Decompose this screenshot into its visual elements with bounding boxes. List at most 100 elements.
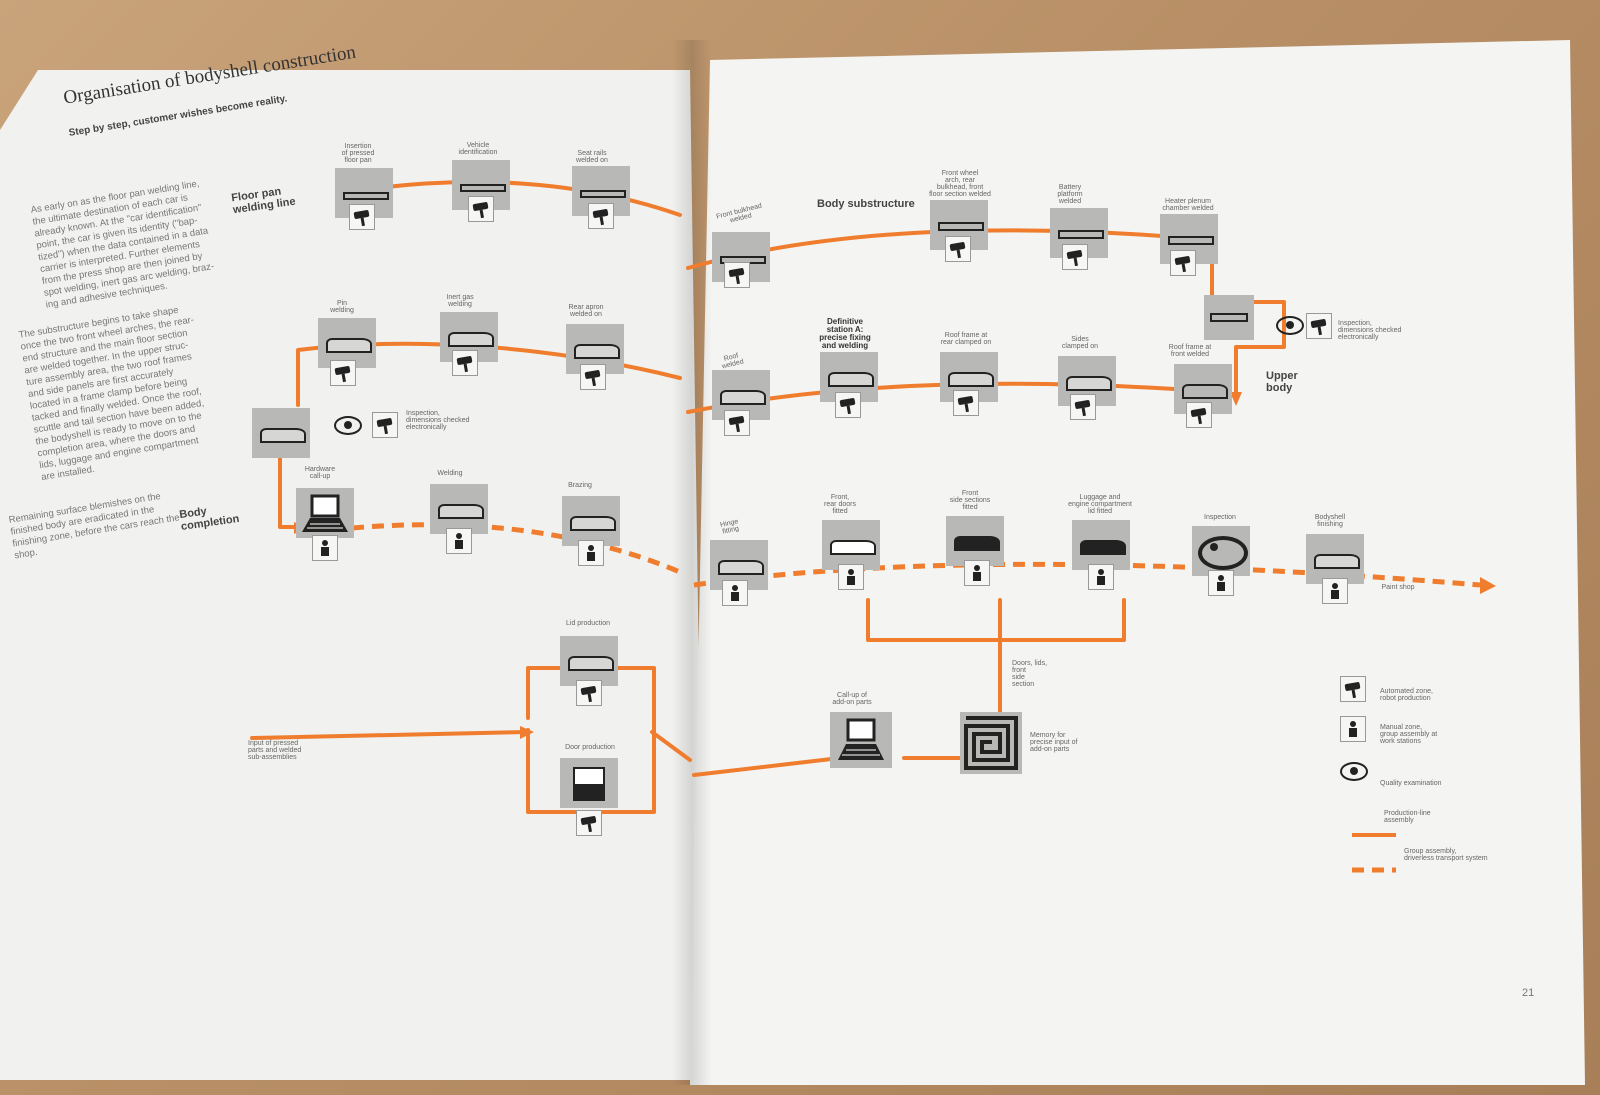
- station-brazing: [562, 496, 620, 546]
- label-luggage-engine: Luggage and engine compartment lid fitte…: [1068, 494, 1132, 515]
- label-inspection: Inspection: [1204, 514, 1236, 521]
- car-body-icon: [718, 560, 764, 575]
- legend-automated: Automated zone, robot production: [1380, 688, 1433, 702]
- floor-pan-line: [360, 180, 682, 217]
- left-page: [0, 70, 705, 1080]
- robot-icon: [334, 365, 351, 376]
- person-icon: [1349, 721, 1357, 737]
- robot-badge: [576, 810, 602, 836]
- callup-line: [692, 756, 842, 777]
- person-icon: [1097, 569, 1105, 585]
- station-roof-frame-front: [1174, 364, 1232, 414]
- terminal-icon: [302, 494, 348, 532]
- section-upper-body: Upper body: [1266, 370, 1298, 394]
- station-door-production: [560, 758, 618, 808]
- robot-badge: [835, 392, 861, 418]
- person-icon: [973, 565, 981, 581]
- label-front-side-sections: Front side sections fitted: [949, 490, 991, 511]
- person-badge: [578, 540, 604, 566]
- door-icon: [573, 767, 605, 801]
- robot-icon: [839, 397, 856, 408]
- robot-badge: [1070, 394, 1096, 420]
- label-lid-production: Lid production: [566, 620, 610, 627]
- person-badge: [446, 528, 472, 554]
- robot-badge: [724, 410, 750, 436]
- car-body-icon: [260, 428, 306, 443]
- car-body-icon: [326, 338, 372, 353]
- car-body-icon: [1314, 554, 1360, 569]
- robot-icon: [1066, 249, 1083, 260]
- robot-badge: [349, 204, 375, 230]
- person-icon: [731, 585, 739, 601]
- station-memory: [960, 712, 1022, 774]
- substructure-icon: [938, 222, 984, 231]
- label-roof-frame-front: Roof frame at front welded: [1168, 344, 1212, 358]
- robot-icon: [584, 369, 601, 380]
- arrow-upper-body: [1230, 392, 1242, 406]
- arrow-paint-shop: [1480, 577, 1496, 594]
- person-icon: [847, 569, 855, 585]
- floor-pan-icon: [580, 190, 626, 198]
- label-welding: Welding: [437, 470, 463, 477]
- robot-icon: [456, 355, 473, 366]
- station-hardware-callup: [296, 488, 354, 538]
- label-bodyshell-finishing: Bodyshell finishing: [1314, 514, 1346, 528]
- label-battery-platform: Battery platform welded: [1057, 184, 1083, 205]
- label-inspection-left: Inspection, dimensions checked electroni…: [406, 410, 470, 431]
- label-callup-addon: Call-up of add-on parts: [832, 692, 872, 706]
- robot-badge: [724, 262, 750, 288]
- legend-person-badge: [1340, 716, 1366, 742]
- person-icon: [1331, 583, 1339, 599]
- robot-icon: [580, 685, 597, 696]
- robot-badge: [452, 350, 478, 376]
- car-body-icon: [948, 372, 994, 387]
- robot-icon: [728, 415, 745, 426]
- label-heater-plenum: Heater plenum chamber welded: [1162, 198, 1214, 212]
- label-inspection-right: Inspection, dimensions checked electroni…: [1338, 320, 1402, 341]
- substructure-paragraph: The substructure begins to take shape on…: [18, 304, 205, 484]
- robot-icon: [949, 241, 966, 252]
- completion-dashed-line-left: [351, 522, 681, 575]
- robot-badge: [372, 412, 398, 438]
- label-definitive-station: Definitive station A: precise fixing and…: [819, 317, 871, 350]
- label-door-production: Door production: [565, 744, 615, 751]
- label-rear-apron: Rear apron welded on: [568, 304, 604, 318]
- label-inert-gas-welding: Inert gas welding: [446, 294, 474, 308]
- legend-production-line: Production-line assembly: [1384, 810, 1431, 824]
- robot-badge: [1186, 402, 1212, 428]
- floor-pan-icon: [343, 192, 389, 200]
- floor-pan-icon: [460, 184, 506, 192]
- robot-icon: [1074, 399, 1091, 410]
- eye-icon: [1198, 536, 1248, 570]
- completion-connector: [278, 456, 300, 529]
- parts-line: [650, 730, 692, 762]
- station-callup-addon: [830, 712, 892, 768]
- label-pin-welding: Pin welding: [330, 300, 354, 314]
- person-icon: [1217, 575, 1225, 591]
- robot-icon: [1310, 318, 1327, 329]
- station-front-side-sections: [946, 516, 1004, 566]
- lid-door-loop: [526, 666, 656, 814]
- robot-icon: [376, 417, 393, 428]
- label-input-pressed: Input of pressed parts and welded sub-as…: [248, 740, 302, 761]
- robot-icon: [580, 815, 597, 826]
- arrow-loop: [520, 726, 534, 739]
- label-front-rear-doors: Front, rear doors fitted: [824, 494, 856, 515]
- robot-badge: [1306, 313, 1332, 339]
- person-icon: [455, 533, 463, 549]
- station-sides-clamped: [1058, 356, 1116, 406]
- station-luggage-engine: [1072, 520, 1130, 570]
- station-left-inspection: [252, 408, 310, 458]
- person-badge: [1322, 578, 1348, 604]
- person-badge: [1208, 570, 1234, 596]
- station-upper-check: [1204, 295, 1254, 340]
- person-badge: [312, 535, 338, 561]
- person-badge: [722, 580, 748, 606]
- eye-icon: [1276, 316, 1304, 335]
- label-sides-clamped: Sides clamped on: [1061, 336, 1099, 350]
- upper-body-connector: [1234, 300, 1286, 397]
- station-lid-production: [560, 636, 618, 686]
- person-icon: [321, 540, 329, 556]
- car-lids-open-icon: [1080, 540, 1126, 555]
- eye-icon: [334, 416, 362, 435]
